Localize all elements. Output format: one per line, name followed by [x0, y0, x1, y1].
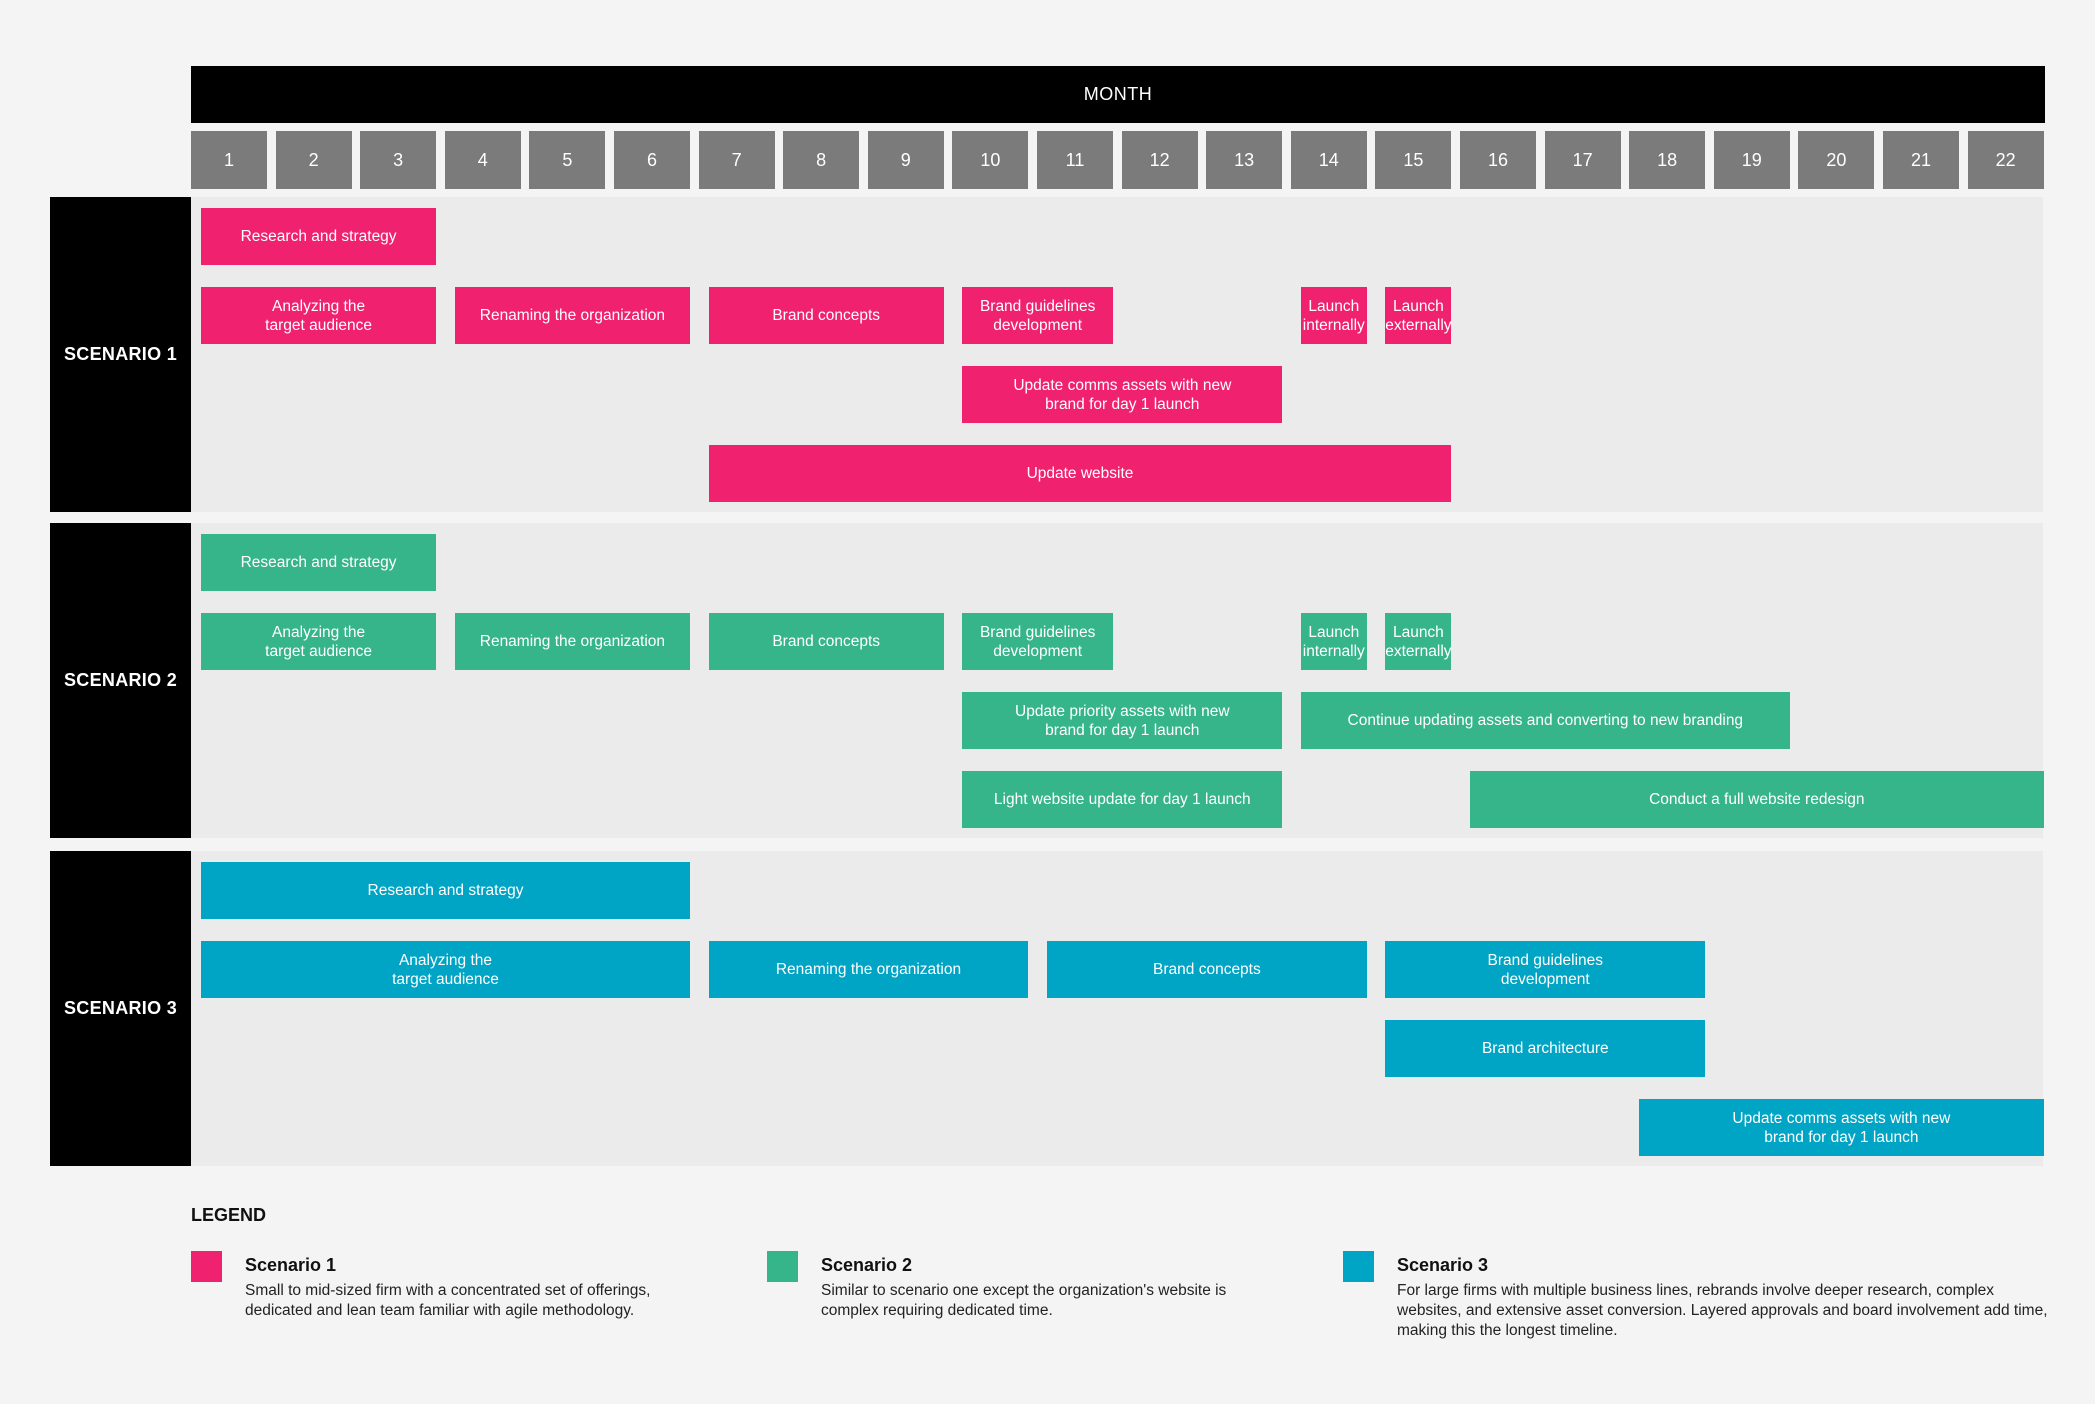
legend-description: Similar to scenario one except the organ…	[821, 1282, 1227, 1319]
task-bar: Brand guidelines development	[962, 613, 1113, 670]
month-cell-21: 21	[1883, 131, 1959, 189]
task-bar: Light website update for day 1 launch	[962, 771, 1283, 828]
task-bar: Research and strategy	[201, 862, 690, 919]
legend-swatch	[767, 1251, 798, 1282]
task-bar: Brand architecture	[1385, 1020, 1706, 1077]
month-cell-9: 9	[867, 131, 944, 189]
month-cell-16: 16	[1460, 131, 1536, 189]
task-bar: Launch externally	[1385, 613, 1452, 670]
month-cell-12: 12	[1121, 131, 1198, 189]
task-bar: Renaming the organization	[454, 287, 690, 344]
month-cell-22: 22	[1967, 131, 2044, 189]
task-bar: Analyzing the target audience	[201, 613, 437, 670]
month-cell-19: 19	[1713, 131, 1790, 189]
task-bar: Launch internally	[1300, 613, 1367, 670]
month-cell-15: 15	[1375, 131, 1452, 189]
task-bar: Brand concepts	[708, 613, 944, 670]
task-bar: Update comms assets with new brand for d…	[962, 366, 1283, 423]
task-bar: Update priority assets with new brand fo…	[962, 692, 1283, 749]
legend-description: Small to mid-sized firm with a concentra…	[245, 1282, 651, 1319]
task-bar: Renaming the organization	[454, 613, 690, 670]
legend-name: Scenario 2	[821, 1255, 913, 1275]
task-bar: Research and strategy	[201, 534, 437, 591]
month-cell-3: 3	[360, 131, 437, 189]
legend-name: Scenario 3	[1397, 1255, 1489, 1275]
month-cell-7: 7	[698, 131, 775, 189]
month-cell-18: 18	[1629, 131, 1706, 189]
task-bar: Launch internally	[1300, 287, 1367, 344]
month-cell-2: 2	[275, 131, 352, 189]
month-cell-6: 6	[614, 131, 690, 189]
scenario-1-label: SCENARIO 1	[50, 197, 191, 512]
month-cell-10: 10	[952, 131, 1029, 189]
task-bar: Update comms assets with new brand for d…	[1639, 1099, 2044, 1156]
month-cell-13: 13	[1206, 131, 1283, 189]
month-cell-14: 14	[1290, 131, 1367, 189]
task-bar: Analyzing the target audience	[201, 941, 690, 998]
month-cell-20: 20	[1798, 131, 1875, 189]
month-cell-8: 8	[783, 131, 860, 189]
task-bar: Launch externally	[1385, 287, 1452, 344]
legend-description: For large firms with multiple business l…	[1397, 1282, 2048, 1339]
legend-name: Scenario 1	[245, 1255, 337, 1275]
legend-swatch	[191, 1251, 222, 1282]
month-cell-4: 4	[444, 131, 521, 189]
month-cell-5: 5	[529, 131, 606, 189]
task-bar: Update website	[708, 445, 1452, 502]
task-bar: Research and strategy	[201, 208, 437, 265]
month-header: MONTH	[191, 66, 2045, 123]
task-bar: Analyzing the target audience	[201, 287, 437, 344]
legend-title: LEGEND	[191, 1205, 267, 1225]
scenario-2-label: SCENARIO 2	[50, 523, 191, 838]
task-bar: Conduct a full website redesign	[1470, 771, 2044, 828]
month-cell-17: 17	[1544, 131, 1621, 189]
task-bar: Brand guidelines development	[1385, 941, 1706, 998]
task-bar: Brand guidelines development	[962, 287, 1113, 344]
legend-swatch	[1343, 1251, 1374, 1282]
month-cell-1: 1	[191, 131, 267, 189]
task-bar: Continue updating assets and converting …	[1300, 692, 1790, 749]
month-cell-11: 11	[1037, 131, 1113, 189]
task-bar: Renaming the organization	[708, 941, 1029, 998]
task-bar: Brand concepts	[1047, 941, 1367, 998]
task-bar: Brand concepts	[708, 287, 944, 344]
scenario-3-label: SCENARIO 3	[50, 851, 191, 1166]
